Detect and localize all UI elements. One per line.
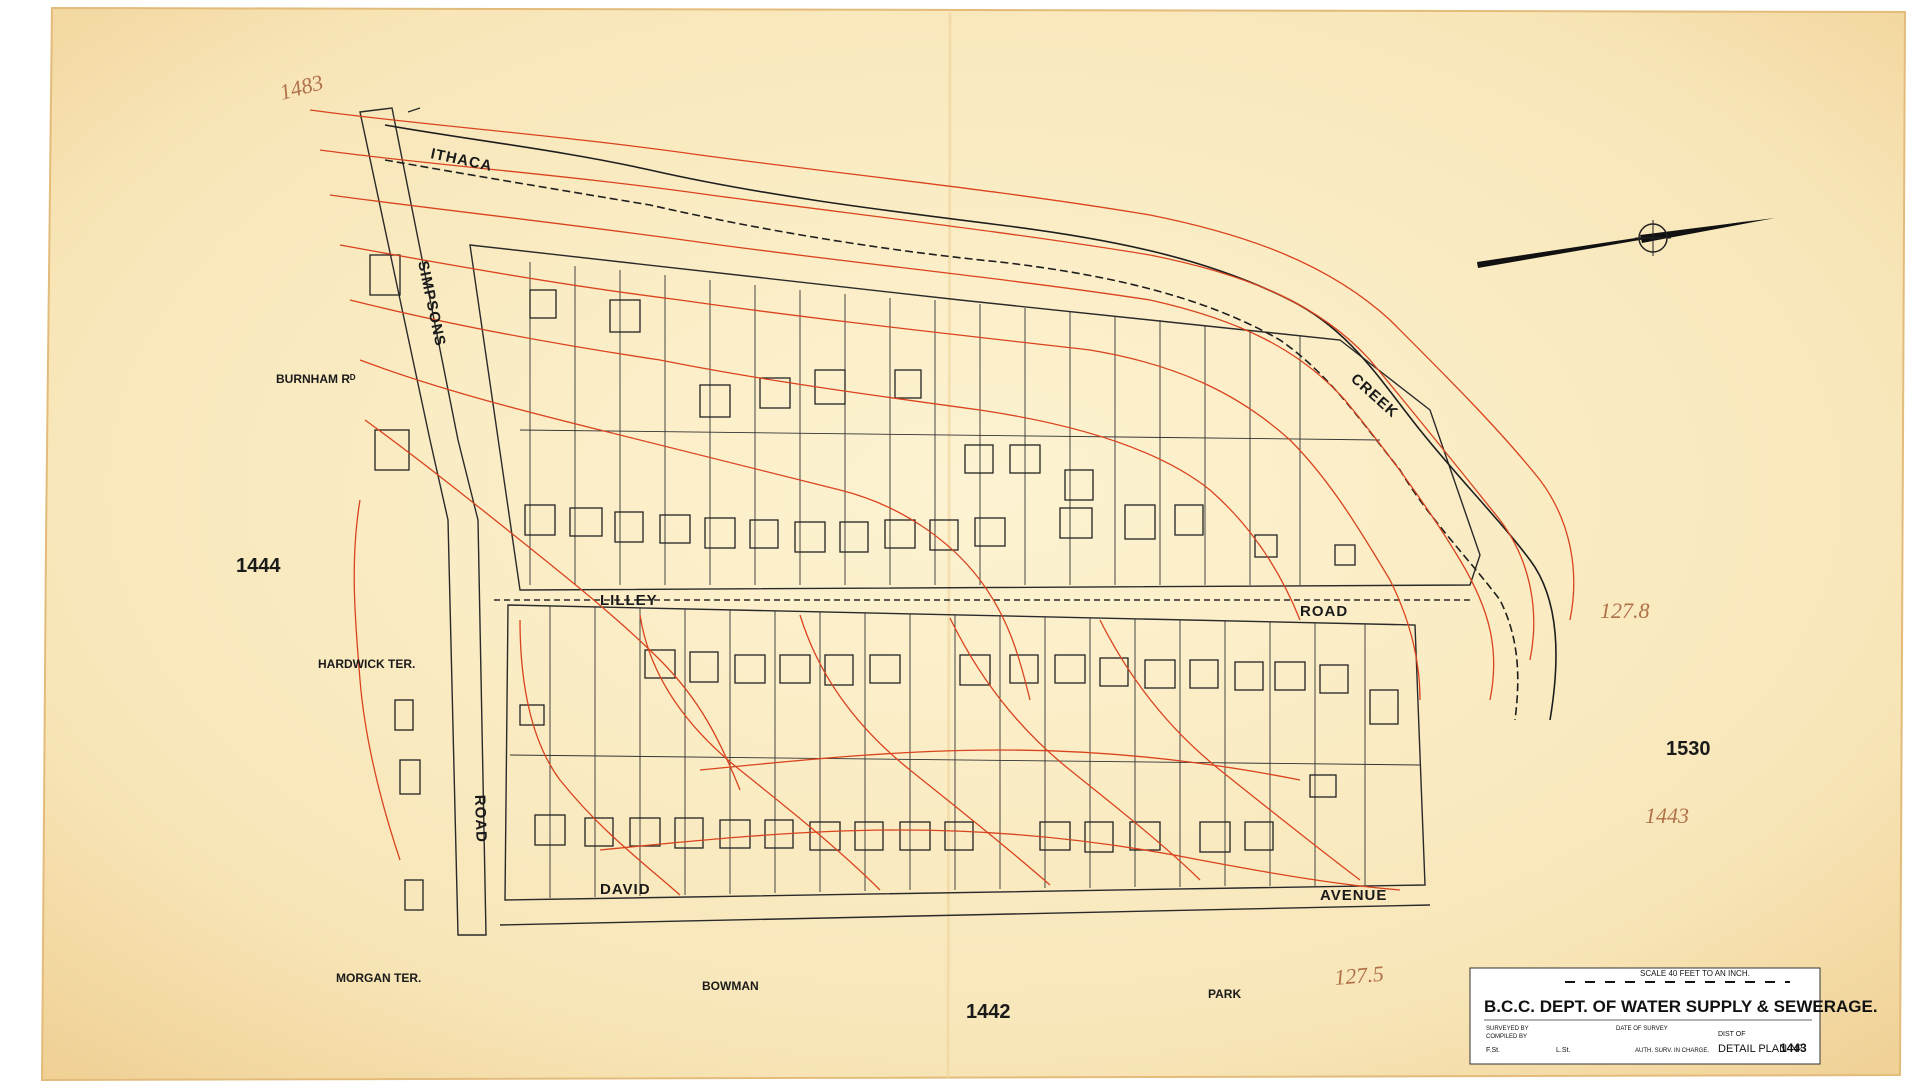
contour-lines xyxy=(309,109,1575,896)
title-block-dist-of: DIST OF xyxy=(1718,1031,1745,1038)
adjacent-sheet-south: 1442 xyxy=(966,1001,1011,1023)
title-block-plan-number: 1443 xyxy=(1780,1041,1807,1055)
title-block-scale: SCALE 40 FEET TO AN INCH. xyxy=(1640,969,1750,978)
street-label-simpsons-road: ROAD xyxy=(471,795,490,844)
title-block-auth-surv: AUTH. SURV. IN CHARGE. xyxy=(1635,1048,1709,1054)
title-block-title: B.C.C. DEPT. OF WATER SUPPLY & SEWERAGE. xyxy=(1484,997,1878,1016)
street-label-lilley: LILLEY xyxy=(600,592,658,609)
title-block-plan-label: DETAIL PLAN Nº xyxy=(1718,1043,1802,1055)
paper-sheet xyxy=(40,6,1907,1082)
lot-lines-upper xyxy=(519,262,1381,585)
street-label-morgan: MORGAN TER. xyxy=(336,971,421,985)
adjacent-sheet-west: 1444 xyxy=(236,555,281,577)
ithaca-creek xyxy=(384,124,1557,721)
pencil-note-right-level: 127.8 xyxy=(1600,598,1650,623)
street-label-hardwick: HARDWICK TER. xyxy=(318,657,415,671)
street-label-lilley-road: ROAD xyxy=(1300,603,1348,620)
title-block-compiled-by: COMPILED BY xyxy=(1486,1034,1527,1040)
title-block: SCALE 40 FEET TO AN INCH. B.C.C. DEPT. O… xyxy=(1469,967,1878,1065)
paper-fold xyxy=(946,11,952,1079)
street-outlines xyxy=(359,107,1481,936)
title-block-surveyed-by: SURVEYED BY xyxy=(1486,1026,1529,1032)
title-block-initials-2: L.St. xyxy=(1556,1047,1570,1054)
street-label-burnham: BURNHAM Rᴰ xyxy=(276,372,356,386)
north-arrow xyxy=(1477,218,1775,268)
street-label-avenue: AVENUE xyxy=(1320,887,1387,904)
title-block-initials-1: F.St. xyxy=(1486,1047,1500,1054)
street-label-bowman: BOWMAN xyxy=(702,979,759,993)
lot-lines-lower xyxy=(509,606,1421,898)
adjacent-sheet-east: 1530 xyxy=(1666,738,1711,760)
title-block-date-of-survey: DATE OF SURVEY xyxy=(1616,1026,1668,1032)
pencil-note-bottom-level: 127.5 xyxy=(1333,961,1384,990)
street-label-park: PARK xyxy=(1208,987,1241,1001)
street-label-david: DAVID xyxy=(600,881,651,898)
pencil-note-right-sheet: 1443 xyxy=(1645,803,1689,828)
